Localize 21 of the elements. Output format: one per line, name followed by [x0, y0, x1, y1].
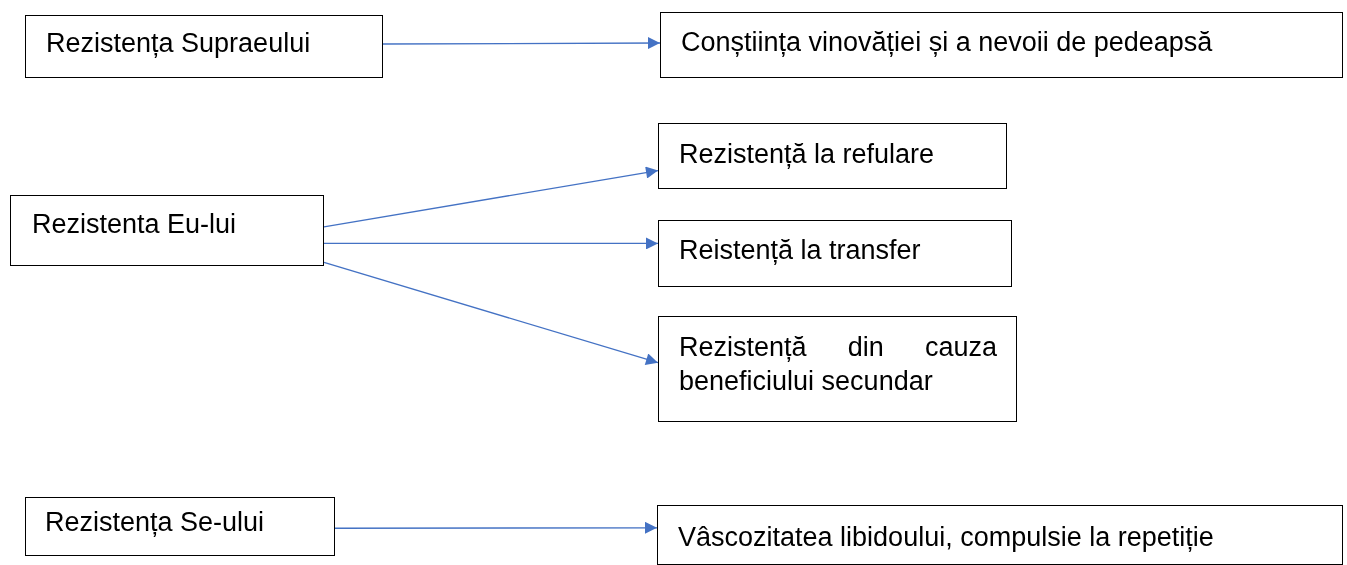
- box-label: Reistență la transfer: [679, 234, 921, 267]
- process-box: [25, 15, 383, 78]
- process-box: [660, 12, 1343, 78]
- process-box: [658, 220, 1012, 287]
- process-box: [657, 505, 1343, 565]
- arrow: [323, 237, 659, 250]
- process-box: [10, 195, 324, 266]
- box-label: Rezistență la refulare: [679, 138, 935, 171]
- box-label: Rezistența Supraeului: [46, 27, 311, 60]
- box-label: Conștiința vinovăției și a nevoii de pedeapsă: [681, 26, 1213, 59]
- arrow: [382, 37, 661, 50]
- arrow: [323, 261, 659, 365]
- arrow: [334, 521, 658, 534]
- box-label: Rezistență din cauza beneficiului secundar: [679, 331, 997, 398]
- box-label: Rezistenta Eu-lui: [32, 208, 237, 241]
- process-box: [658, 123, 1007, 189]
- box-label: Rezistența Se-ului: [45, 506, 265, 539]
- process-box: [658, 316, 1017, 422]
- box-label: Vâscozitatea libidoului, compulsie la repetiție: [678, 521, 1214, 554]
- process-box: [25, 497, 335, 556]
- arrow: [323, 166, 659, 228]
